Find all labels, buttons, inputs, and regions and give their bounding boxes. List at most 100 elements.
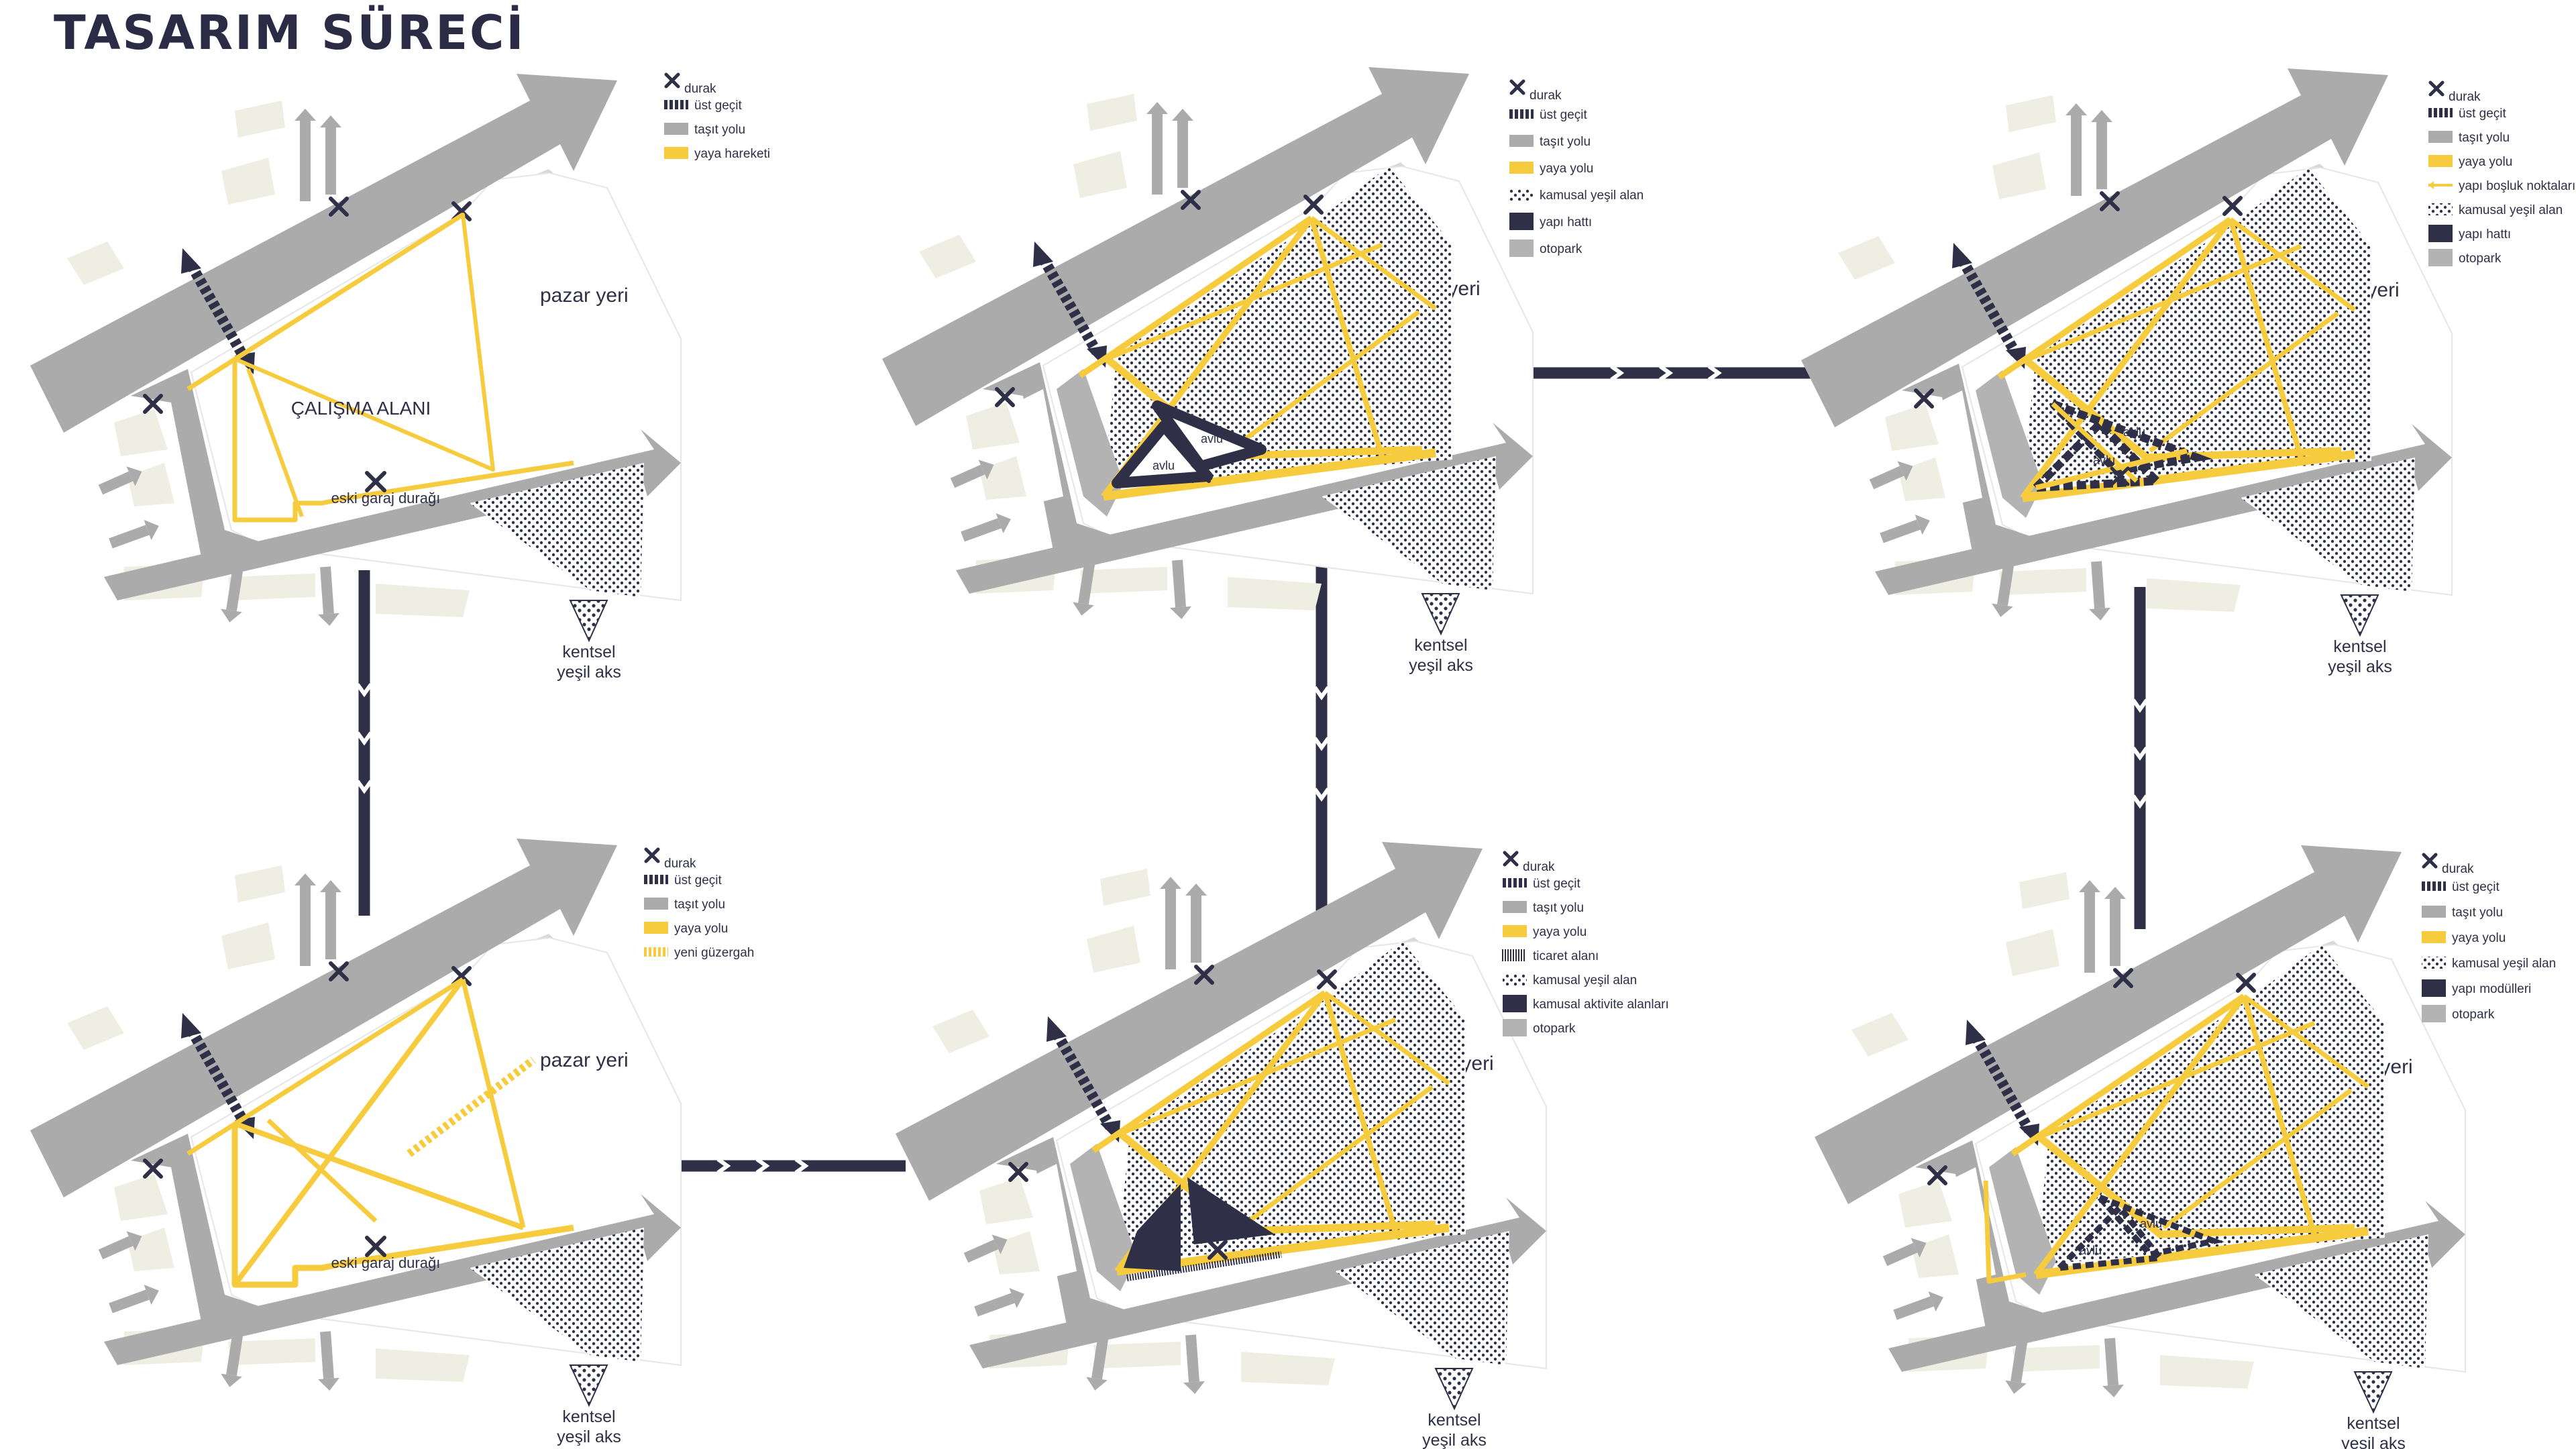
pedestrian-path [2025,244,2302,363]
main-road-arrow [1801,68,2388,427]
parking-swatch-icon [2422,1005,2446,1022]
branch-road [98,1236,133,1260]
green-axis-area [2241,458,2415,592]
branch-arrowhead [221,608,242,623]
pedestrian-boundary [1091,990,1327,1153]
overpass-arrowhead [1046,1016,1067,1042]
stop-cross-icon [995,387,1015,407]
branch-arrowhead [1185,883,1207,896]
stop-cross-icon [2100,191,2120,211]
branch-arrowhead [991,1234,1008,1254]
stop-cross-icon [1194,965,1214,985]
sidewalk [1935,390,1982,504]
legend-label: yeni güzergah [674,946,754,960]
branch-arrowhead [320,880,341,892]
sidewalk [1949,1167,1996,1281]
branch-road [961,518,1002,542]
branch-arrowhead [1086,1377,1108,1391]
legend-label: durak [684,82,716,96]
pedestrian-path [2023,357,2342,462]
legend-label: yaya yolu [674,922,728,936]
green-axis-label: kentsel [2347,1414,2400,1433]
pedestrian-path [2241,995,2317,1236]
stop-cross-icon [1303,195,1324,215]
courtyard-label: avlu [2093,453,2115,467]
branch-arrowhead [2079,880,2100,892]
background-blocks [919,94,1322,610]
road-swatch-icon [2422,906,2446,918]
branch-road [1893,1296,1934,1320]
overpass-line [186,262,250,362]
connector-p5-p2 [1313,560,1330,922]
pedestrian-boundary [1103,448,1436,501]
overpass-arrowhead [181,1013,201,1038]
overpass-arrowhead [181,248,201,274]
parking-swatch-icon [1509,239,1534,257]
background-blocks [1851,872,2254,1389]
branch-road [226,1330,244,1377]
stop-cross-icon [365,1236,386,1257]
courtyard-label: avlu [2123,425,2145,439]
branch-arrowhead [2005,1380,2027,1394]
legend-label: taşıt yolu [674,898,725,912]
green-axis-area [1335,1231,1509,1365]
legend-label: taşıt yolu [1540,135,1591,149]
branch-arrowhead [144,519,159,541]
legend-label: yaya yolu [1540,162,1593,176]
stop-cross-icon [2422,853,2438,869]
overpass-line [1971,1034,2034,1133]
stop-cross-icon [143,394,163,414]
branch-road [950,464,985,488]
courtyard-label: avlu [1152,459,1175,472]
green-axis-arrow-icon [1434,1368,1474,1411]
courtyard-label: avlu [1201,432,1223,445]
overpass-line [1038,256,1102,355]
legend-label: yapı modülleri [2452,982,2531,996]
pedestrian-boundary [1078,215,1313,378]
overpass-arrowhead [1033,241,1053,267]
activity-area-icon [1503,995,1527,1012]
main-road-arrow [896,842,1483,1201]
legend-label: taşıt yolu [2452,906,2503,920]
road-swatch-icon [644,898,668,910]
legend-label: taşıt yolu [2459,131,2510,145]
stop-cross-icon [1509,79,1525,95]
stop-cross-icon [2428,80,2445,97]
stop-cross-icon [1191,463,1211,483]
legend-label: durak [1523,860,1555,874]
green-axis-arrow-icon [569,600,608,643]
branch-arrowhead [1009,1287,1024,1309]
branch-road [109,525,150,549]
branch-road [109,1289,150,1313]
branch-road [1091,1334,1109,1380]
pedestrian-path [2228,218,2304,459]
overpass-line [186,1027,250,1126]
green-axis-label: kentsel [1428,1411,1481,1430]
legend-label: yaya yolu [2459,155,2512,169]
pedestrian-path [2242,994,2370,1089]
legend-label: otopark [1533,1022,1576,1036]
courtyard-building-line [1152,400,1267,472]
sidewalk [1030,1164,1077,1278]
branch-road [1172,559,1186,608]
branch-arrowhead [1911,1238,1927,1258]
main-road-arrow [30,74,617,433]
branch-arrowhead [294,109,316,121]
road-swatch-icon [1509,135,1534,147]
pedestrian-path [1323,991,1451,1085]
pedestrian-path [2020,217,2233,500]
pedestrian-path [233,1121,525,1230]
building-line-dashed [2025,418,2166,492]
parking-area [1057,369,1124,517]
stop-cross-icon [1914,388,1934,409]
overpass-line [1052,1030,1115,1130]
pedestrian-path [2038,1020,2316,1140]
stop-cross-icon [664,72,680,89]
overpass-line [1957,257,2021,356]
pedestrian-swatch-icon [1503,925,1527,937]
branch-arrowhead [2104,887,2126,899]
